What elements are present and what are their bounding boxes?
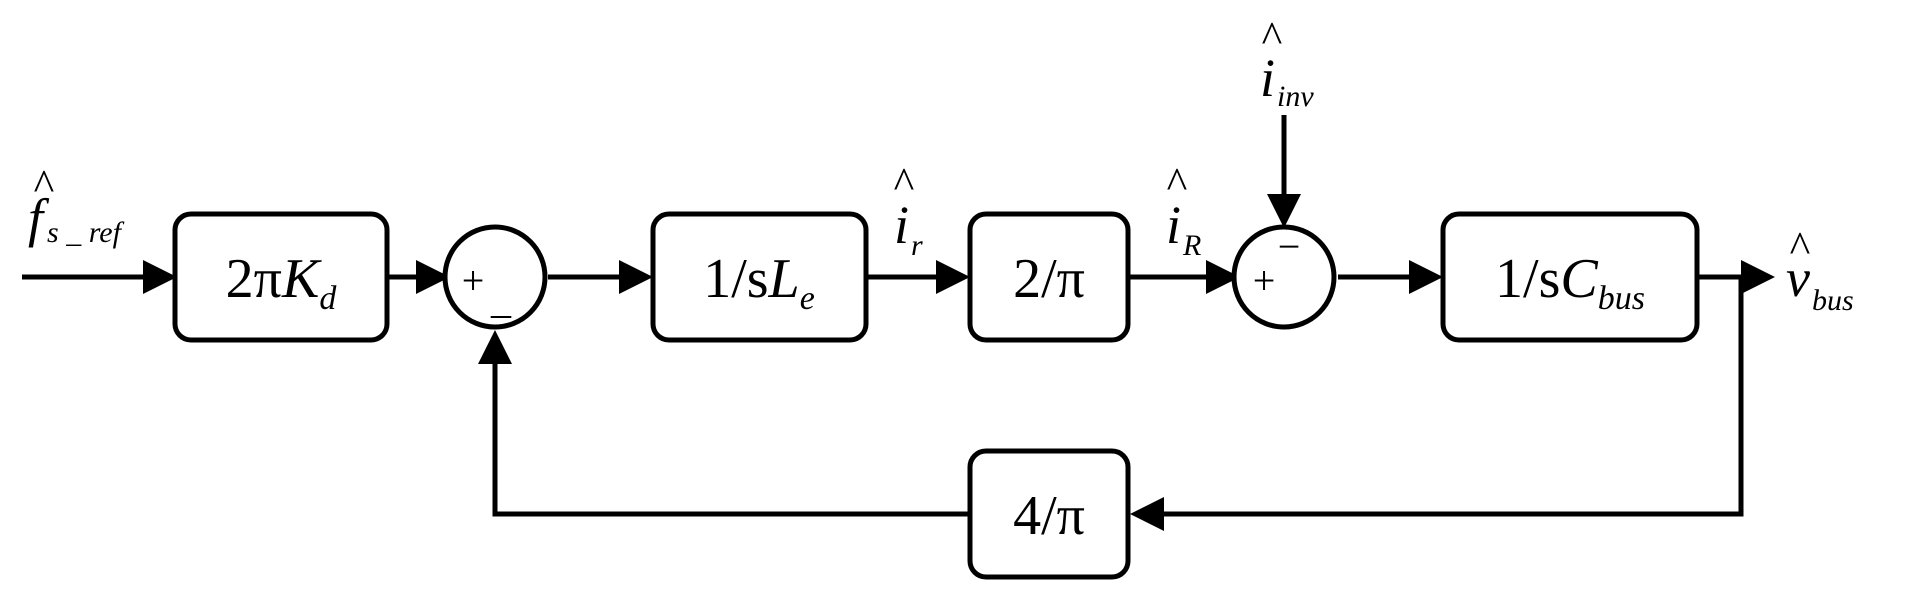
svg-text:fs _ ref: fs _ ref [28, 188, 125, 249]
arrowhead-inductor-in [619, 260, 653, 294]
block-capacitor-text: 1/s [1495, 248, 1560, 310]
signal-i-inv-label: ^ iinv [1260, 13, 1314, 113]
sum1-minus-sign: _ [490, 277, 512, 322]
wire-feedback-out [1158, 277, 1744, 517]
sum1-plus-sign: + [462, 258, 485, 303]
block-capacitor-sub: bus [1598, 280, 1645, 317]
block-inductor-text: 1/s [703, 248, 768, 310]
summing-junction-1: + _ [442, 224, 548, 330]
block-four-over-pi: 4/π [967, 448, 1131, 580]
signal-i-R-sub: R [1182, 229, 1201, 262]
signal-i-R-symbol: i [1166, 195, 1181, 255]
block-capacitor: 1/sCbus [1440, 211, 1700, 343]
svg-text:iR: iR [1166, 195, 1201, 262]
sum2-plus-sign: + [1253, 258, 1276, 303]
signal-i-r-label: ^ ir [894, 159, 923, 262]
block-gain-kd-sub: d [319, 280, 337, 317]
arrowhead-input [143, 260, 177, 294]
block-inductor-var: L [768, 248, 800, 310]
sum2-minus-sign: − [1278, 224, 1301, 269]
signal-output-sub: bus [1812, 284, 1854, 317]
signal-output-hat: ^ [1790, 223, 1811, 272]
signal-i-inv-symbol: i [1260, 48, 1275, 108]
wire-feedback-in [492, 355, 970, 517]
svg-text:1/sCbus: 1/sCbus [1495, 248, 1645, 317]
block-gain-kd-coef: 2π [226, 248, 282, 310]
arrowhead-two-over-pi-in [936, 260, 970, 294]
signal-output-label: ^ vbus [1786, 223, 1854, 317]
block-inductor: 1/sLe [650, 211, 869, 343]
block-inductor-sub: e [800, 280, 815, 317]
signal-i-inv-sub: inv [1277, 80, 1314, 113]
signal-i-r-sub: r [911, 229, 923, 262]
signal-output-symbol: v [1786, 248, 1810, 308]
svg-text:1/sLe: 1/sLe [703, 248, 815, 317]
arrowhead-capacitor-in [1409, 260, 1443, 294]
block-two-over-pi: 2/π [967, 211, 1131, 343]
svg-text:ir: ir [894, 195, 923, 262]
block-gain-kd: 2πKd [172, 211, 390, 343]
summing-junction-2: + − [1231, 224, 1337, 330]
arrowhead-sum2-in [1206, 260, 1240, 294]
signal-i-inv-hat: ^ [1262, 13, 1283, 62]
signal-input-sub: s _ ref [47, 216, 125, 249]
arrowhead-output [1741, 260, 1775, 294]
signal-i-r-symbol: i [894, 195, 909, 255]
signal-i-r-hat: ^ [894, 159, 915, 208]
arrowhead-sum1-feedback-in [478, 330, 512, 364]
svg-text:2πKd: 2πKd [226, 248, 338, 317]
block-four-over-pi-text: 4/π [1013, 485, 1085, 547]
signal-input-hat: ^ [34, 161, 55, 210]
block-two-over-pi-text: 2/π [1013, 248, 1085, 310]
arrowhead-sum1-in [416, 260, 450, 294]
svg-text:vbus: vbus [1786, 248, 1854, 317]
block-capacitor-var: C [1560, 248, 1598, 310]
signal-i-R-hat: ^ [1167, 159, 1188, 208]
arrowhead-feedback-block-in [1130, 497, 1164, 531]
block-gain-kd-var: K [281, 248, 322, 310]
signal-i-R-label: ^ iR [1166, 159, 1201, 262]
arrowhead-i-inv-in [1267, 194, 1301, 228]
svg-text:iinv: iinv [1260, 48, 1314, 113]
